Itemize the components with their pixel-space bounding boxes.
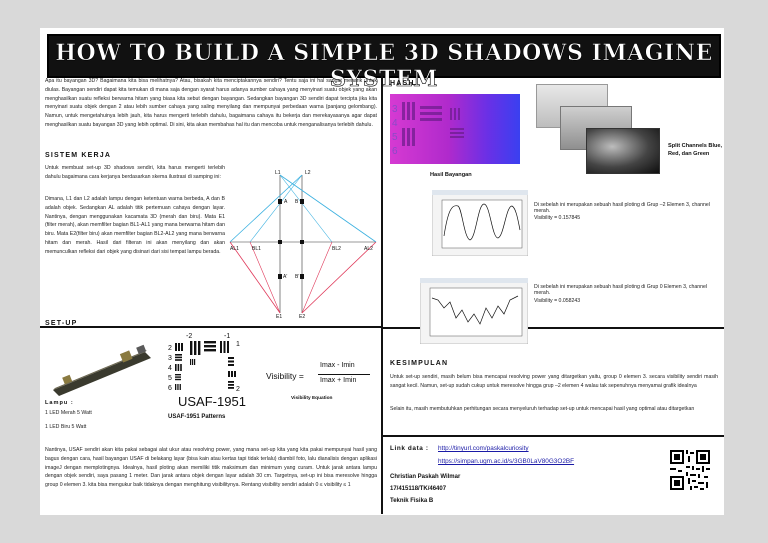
label-bl1: BL1 [252,246,261,252]
svg-text:6: 6 [392,146,398,157]
visibility-word: Visibility = [266,371,304,381]
usaf-el-1: 1 [236,341,240,348]
usaf-el-5: 5 [168,375,172,382]
plot1-description: Di sebelah ini merupakan sebuah hasil pl… [534,202,710,214]
center-divider [381,74,383,514]
plot-group-m2-el3 [432,190,528,256]
shadow-diagram: L1 L2 A B AL1 BL1 BL2 AL2 A' B' E1 E2 [229,170,377,318]
shadow-result-photo: 3 4 5 6 [390,94,520,164]
label-b-prime: B' [295,274,299,280]
qr-code[interactable] [668,448,712,492]
footer-divider [381,435,724,437]
lampu-label: Lampu : [45,400,74,406]
svg-text:5: 5 [392,132,398,143]
usaf-el-4: 4 [168,365,172,372]
lamp-red: 1 LED Merah 5 Watt [45,410,92,416]
setup-photo [45,334,157,396]
split-channel-blue [586,128,660,174]
label-e1: E1 [276,314,282,318]
kesimpulan-p1: Untuk set-up sendiri, masih belum bisa m… [390,374,718,389]
kesimpulan-p2: Selain itu, masih membutuhkan perhitunga… [390,406,695,412]
plot2-description: Di sebelah ini merupakan sebuah hasil pl… [534,284,708,296]
usaf-text: USAF-1951 [178,394,246,409]
hasil-bayangan-caption: Hasil Bayangan [430,172,472,178]
link-data-label: Link data : [390,445,429,452]
title-banner: HOW TO BUILD A SIMPLE 3D SHADOWS IMAGINE… [47,34,721,92]
label-al1: AL1 [230,246,239,252]
intro-paragraph: Apa itu bayangan 3D? Bagaimana kita bisa… [45,78,377,128]
kesimpulan-heading: KESIMPULAN [390,360,449,367]
label-l1: L1 [275,170,281,176]
usaf-group-m2: -2 [186,333,192,340]
label-bl2: BL2 [332,246,341,252]
visibility-equation: Visibility = Imax - Imin Imax + Imin [266,362,378,392]
plot-group-0-el3 [420,278,528,344]
sistem-kerja-heading: SISTEM KERJA [45,152,112,159]
visibility-caption: Visibility Equation [291,396,333,401]
usaf-pattern: -2 -1 2 3 4 5 6 1 2 [166,331,248,409]
label-e2: E2 [299,314,305,318]
label-b: B [295,199,299,205]
usaf-el-3: 3 [168,355,172,362]
setup-divider [40,326,381,328]
bottom-paragraph: Nantinya, USAF sendiri akan kita pakai s… [45,447,377,489]
svg-text:3: 3 [392,104,398,115]
sistem-kerja-body: Dimana, L1 dan L2 adalah lampu dengan ke… [45,196,225,255]
usaf-el-2b: 2 [236,386,240,393]
usaf-group-m1: -1 [224,333,230,340]
label-l2: L2 [305,170,311,176]
usaf-caption: USAF-1951 Patterns [168,414,226,420]
formula-numerator: Imax - Imin [320,362,355,369]
fraction-bar [318,374,370,375]
label-al2: AL2 [364,246,373,252]
usaf-el-2: 2 [168,345,172,352]
link-tinyurl[interactable]: http://tinyurl.com/paskalcuriosity [438,445,529,452]
setup-heading: SET-UP [45,320,78,327]
author-name: Christian Paskah Wilmar [390,474,461,480]
poster-title: HOW TO BUILD A SIMPLE 3D SHADOWS IMAGINE… [55,40,713,93]
author-dept: Teknik Fisika B [390,498,434,504]
usaf-el-6: 6 [168,385,172,392]
lamp-blue: 1 LED Biru 5 Watt [45,424,87,430]
formula-denominator: Imax + Imin [320,377,357,384]
sistem-kerja-intro: Untuk membuat set-up 3D shadows sendiri,… [45,165,225,180]
label-a: A [284,199,288,205]
plot2-visibility: Visibility = 0.058243 [534,298,581,304]
link-simpan-ugm[interactable]: https://simpan.ugm.ac.id/s/3GB0LaV80G3O2… [438,458,575,465]
author-nim: 17/415118/TK/46407 [390,486,447,492]
poster: HOW TO BUILD A SIMPLE 3D SHADOWS IMAGINE… [40,28,724,515]
label-a-prime: A' [283,274,287,280]
svg-text:4: 4 [392,118,398,129]
split-channels-caption: Split Channels Blue, Red, dan Green [668,143,723,157]
hasil-heading: HASIL [390,80,417,87]
plot1-visibility: Visibility = 0.157845 [534,215,581,221]
hasil-divider [381,327,724,329]
